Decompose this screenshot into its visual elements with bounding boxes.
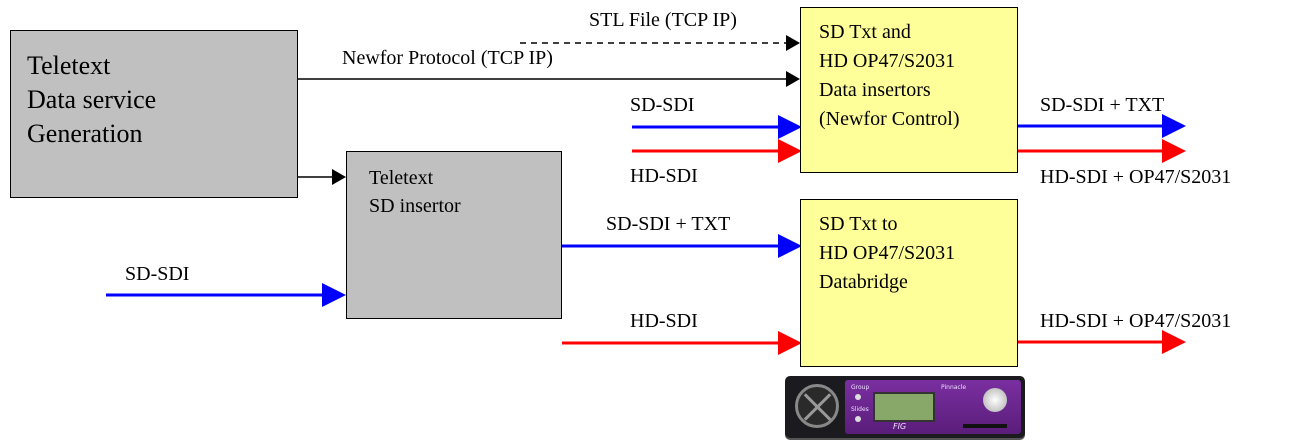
newfor-protocol-label: Newfor Protocol (TCP IP) (342, 47, 553, 69)
databridge-line-3: Databridge (819, 271, 908, 293)
sd-sdi-in-left-arrowhead (322, 283, 346, 307)
hd-sdi-op47-out-bottom-arrowhead (1162, 330, 1186, 354)
data-insertors-line-4: (Newfor Control) (819, 108, 960, 130)
newfor-arrowhead (786, 71, 800, 87)
device-brand-label: Pinnacle (941, 384, 967, 391)
databridge-box: SD Txt to HD OP47/S2031 Databridge (800, 199, 1018, 367)
generation-line-3: Generation (27, 119, 143, 148)
sd-sdi-in-top-arrowhead (778, 115, 802, 139)
fan-grille-icon (795, 384, 839, 428)
sd-sdi-txt-mid-arrowhead (778, 234, 802, 258)
device-button-2 (855, 416, 861, 422)
device-model-label: FIG (893, 422, 907, 431)
sd-sdi-txt-mid-label: SD-SDI + TXT (606, 213, 731, 235)
data-insertors-line-3: Data insertors (819, 79, 931, 101)
hd-sdi-in-top-arrowhead (778, 139, 802, 163)
data-insertors-box: SD Txt and HD OP47/S2031 Data insertors … (800, 7, 1018, 173)
sd-sdi-txt-out-top-label: SD-SDI + TXT (1040, 94, 1165, 116)
hd-sdi-in-bottom-arrowhead (778, 331, 802, 355)
databridge-line-1: SD Txt to (819, 213, 898, 235)
hd-sdi-op47-out-bottom-label: HD-SDI + OP47/S2031 (1040, 310, 1232, 332)
device-lcd-screen (873, 392, 935, 422)
data-insertors-line-2: HD OP47/S2031 (819, 50, 956, 72)
hd-sdi-op47-out-top-arrowhead (1162, 139, 1186, 163)
generation-line-2: Data service (27, 85, 157, 114)
databridge-line-2: HD OP47/S2031 (819, 242, 956, 264)
sd-sdi-txt-out-top-arrowhead (1162, 114, 1186, 138)
data-insertors-line-1: SD Txt and (819, 21, 911, 43)
device-card-slot (963, 424, 1007, 428)
stl-file-label: STL File (TCP IP) (589, 9, 737, 31)
device-button-label-slides: Slides (851, 406, 869, 413)
sd-insertor-box: Teletext SD insertor (346, 151, 562, 319)
device-knob-icon (983, 388, 1007, 412)
sd-insertor-line-2: SD insertor (369, 195, 461, 217)
generation-box: Teletext Data service Generation (10, 30, 298, 198)
hd-sdi-op47-out-top-label: HD-SDI + OP47/S2031 (1040, 166, 1232, 188)
device-front-panel: Group Slides FIG Pinnacle (845, 380, 1021, 434)
hd-sdi-in-bottom-label: HD-SDI (630, 310, 698, 332)
stl-file-arrowhead (786, 35, 800, 51)
hd-sdi-in-top-label: HD-SDI (630, 165, 698, 187)
sd-sdi-in-top-label: SD-SDI (630, 94, 695, 116)
sd-sdi-in-left-label: SD-SDI (125, 263, 190, 285)
device-button-1 (855, 394, 861, 400)
device-button-label-group: Group (851, 384, 870, 391)
gen-to-insertor-arrowhead (332, 169, 346, 185)
generation-line-1: Teletext (27, 51, 111, 80)
fig-device-image: Group Slides FIG Pinnacle (785, 376, 1025, 438)
sd-insertor-line-1: Teletext (369, 167, 434, 189)
